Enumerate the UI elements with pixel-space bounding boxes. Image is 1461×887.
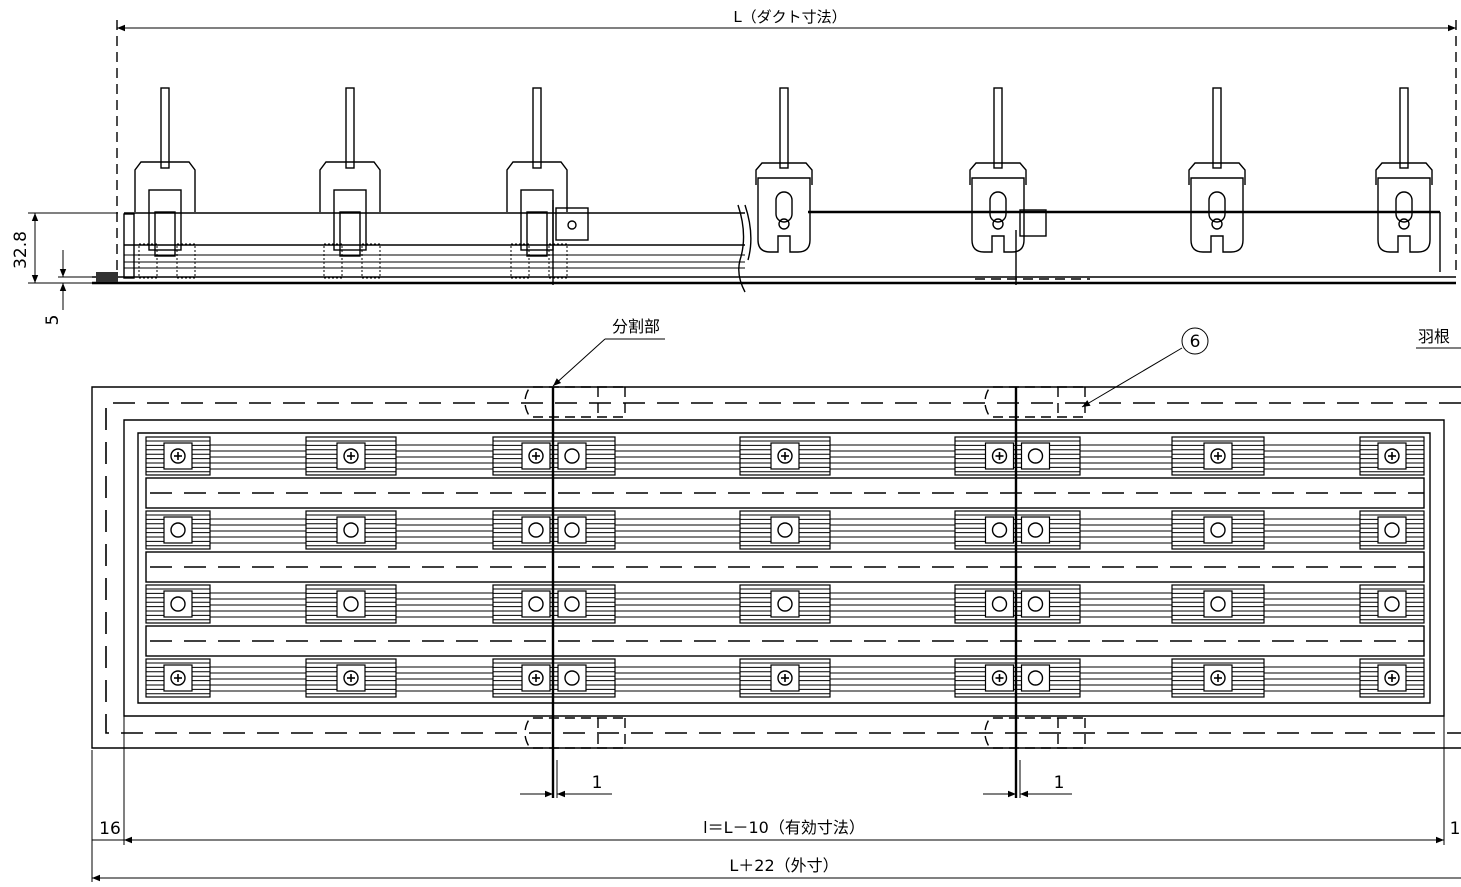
joint-clip: [984, 386, 1086, 418]
rivet-icon: [528, 522, 544, 538]
blade-bracket-block: [305, 584, 397, 624]
blade-bracket-block: [739, 436, 831, 476]
effective-length-dimension: l＝L－10（有効寸法）: [703, 818, 865, 837]
screw-icon: [992, 218, 1004, 230]
outer-length-dimension: L＋22（外寸）: [729, 856, 838, 875]
mounting-bolt: [1399, 87, 1409, 169]
support-bar: [145, 551, 1425, 583]
blade-row: [145, 584, 1425, 624]
part-number-circle: [1181, 327, 1209, 355]
blade-bracket-block: [739, 584, 831, 624]
blade-bracket-block: [1171, 584, 1265, 624]
rivet-icon: [1027, 596, 1044, 612]
mounting-bolt: [532, 87, 542, 169]
blade-bracket-block: [1359, 436, 1425, 476]
blade-bracket-block: [305, 510, 397, 550]
rivet-icon: [1027, 448, 1044, 464]
screw-icon: [1211, 218, 1223, 230]
blade-row: [145, 436, 1425, 476]
joint-clip: [984, 717, 1086, 749]
blade-bracket-block: [145, 436, 211, 476]
rivet-icon: [1384, 522, 1400, 538]
rivet-icon: [777, 596, 793, 612]
rivet-icon: [1210, 596, 1226, 612]
rivet-icon: [777, 522, 793, 538]
blade-bracket-block: [954, 584, 1081, 624]
side-elevation-view: L（ダクト寸法） 32.8 5: [11, 8, 1457, 326]
mounting-bolt: [993, 87, 1003, 169]
blade-bracket-block: [305, 658, 397, 698]
blade-bracket-block: [305, 436, 397, 476]
split-gap-dimension: 1: [592, 773, 603, 793]
blade-bracket-block: [954, 510, 1081, 550]
blade-bracket-block: [739, 658, 831, 698]
right-margin-dimension: 1: [1450, 819, 1461, 839]
support-bar: [145, 625, 1425, 657]
blade-bracket-block: [1359, 510, 1425, 550]
rivet-icon: [564, 670, 580, 686]
joint-clip: [524, 386, 626, 418]
mounting-bracket: [969, 87, 1027, 253]
rivet-icon: [343, 596, 359, 612]
rivet-icon: [1210, 522, 1226, 538]
support-bar: [145, 477, 1425, 509]
rivet-icon: [528, 596, 544, 612]
blade-bracket-block: [1171, 510, 1265, 550]
mounting-bracket: [1375, 87, 1433, 253]
rivet-icon: [1027, 670, 1044, 686]
rivet-icon: [564, 596, 580, 612]
left-margin-dimension: 16: [99, 819, 121, 839]
rivet-icon: [564, 522, 580, 538]
flange-dimension: 5: [43, 315, 63, 326]
rivet-icon: [170, 596, 186, 612]
blade-row: [145, 510, 1425, 550]
callouts: 分割部 6 羽根: [552, 317, 1461, 408]
screw-icon: [778, 218, 790, 230]
mounting-bolt: [345, 87, 355, 169]
screw-icon: [1398, 218, 1410, 230]
height-dimension: 32.8: [11, 231, 31, 269]
blade-bracket-block: [954, 436, 1081, 476]
duct-length-label: L（ダクト寸法）: [733, 8, 846, 26]
blade-bracket-block: [145, 584, 211, 624]
mounting-bracket: [755, 87, 813, 253]
blade-row: [145, 658, 1425, 698]
rivet-icon: [343, 522, 359, 538]
blade-bracket-block: [1359, 584, 1425, 624]
blade-bracket-block: [1171, 658, 1265, 698]
mounting-bolt: [779, 87, 789, 169]
mounting-bracket: [134, 87, 196, 279]
split-section-label: 分割部: [612, 317, 660, 336]
blade-bracket-block: [1359, 658, 1425, 698]
rivet-icon: [1384, 596, 1400, 612]
rivet-icon: [170, 522, 186, 538]
rivet-icon: [1027, 522, 1044, 538]
blade-bracket-block: [954, 658, 1081, 698]
blade-bracket-block: [739, 510, 831, 550]
mounting-bracket: [506, 87, 568, 279]
joint-clip: [524, 717, 626, 749]
rivet-icon: [991, 596, 1008, 612]
rivet-icon: [991, 522, 1008, 538]
blade-bracket-block: [1171, 436, 1265, 476]
mounting-bolt: [1212, 87, 1222, 169]
split-gap-dimension-right: 1: [1054, 773, 1065, 793]
plan-view: [91, 386, 1461, 798]
blade-bracket-block: [145, 658, 211, 698]
dimension-lines: 1 1 16 1 l＝L－10（有効寸法） L＋22（外寸）: [91, 716, 1461, 882]
rivet-icon: [564, 448, 580, 464]
part-number-label: 6: [1190, 332, 1201, 352]
mounting-bracket: [1188, 87, 1246, 253]
mounting-bracket: [319, 87, 381, 279]
blade-bracket-block: [145, 510, 211, 550]
mounting-bolt: [160, 87, 170, 169]
blade-label-partial: 羽根: [1418, 327, 1450, 346]
